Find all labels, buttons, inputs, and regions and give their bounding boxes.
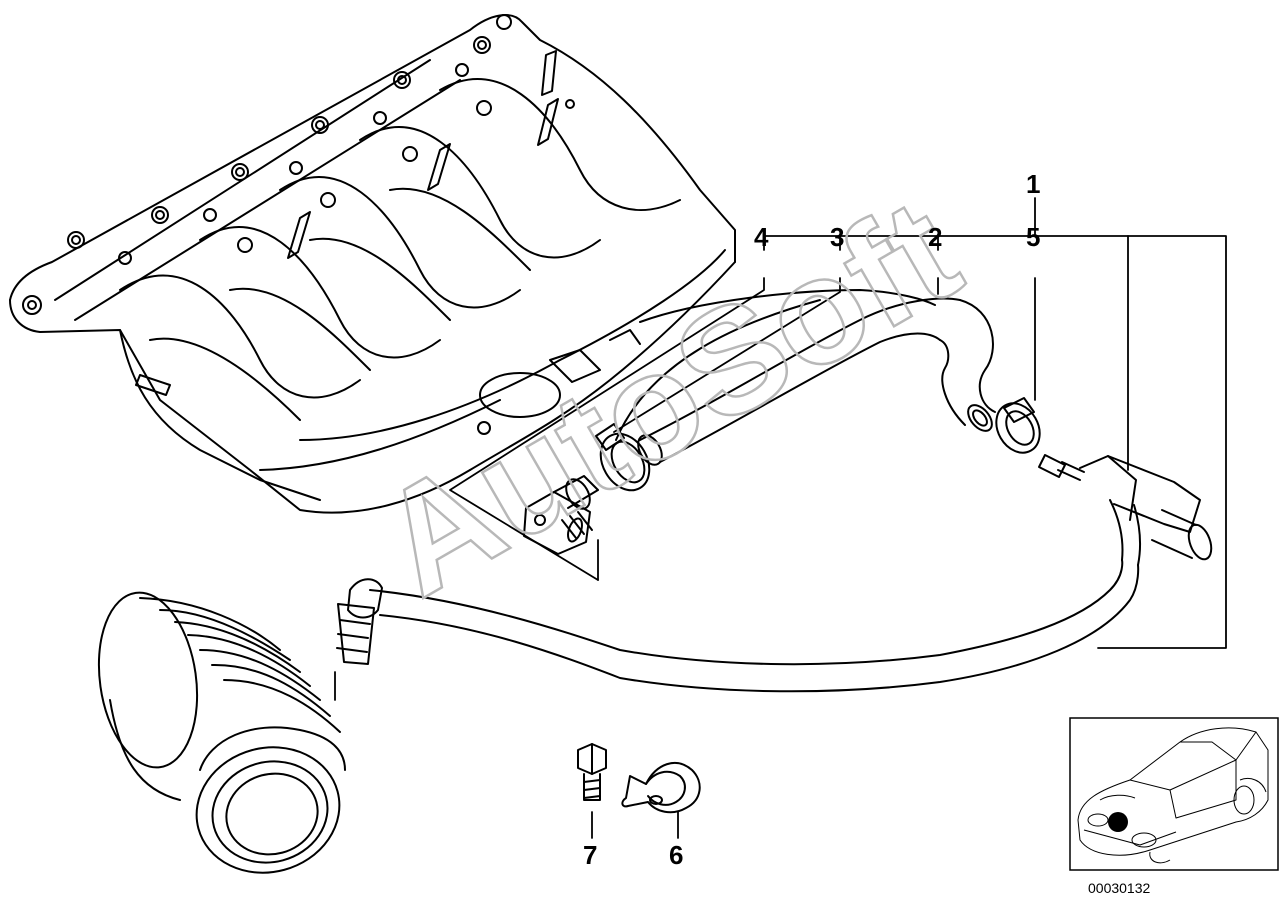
clamp-part-5 (995, 397, 1041, 454)
document-number: 00030132 (1088, 880, 1151, 896)
callout-2: 2 (928, 222, 942, 252)
callout-6: 6 (669, 840, 683, 870)
callout-5: 5 (1026, 222, 1040, 252)
valve-part-4 (523, 475, 599, 555)
car-outline-icon (1077, 727, 1269, 864)
p-clip-part-6 (621, 761, 701, 814)
air-intake-boot (97, 591, 346, 874)
bolt-part-7 (577, 743, 607, 801)
watermark: AutoSoft (352, 166, 984, 628)
hose-part-2 (615, 289, 996, 466)
callout-3: 3 (830, 222, 844, 252)
clamp-part-3 (595, 423, 651, 492)
intake-manifold (9, 14, 736, 514)
location-marker-icon (1108, 812, 1128, 832)
vehicle-locator-inset (1069, 717, 1279, 871)
hose-lower (336, 559, 1140, 693)
callout-4: 4 (754, 222, 769, 252)
t-piece-hose-assembly (1038, 454, 1213, 566)
callout-leaders (334, 197, 1227, 839)
callout-7: 7 (583, 840, 597, 870)
callout-1: 1 (1026, 169, 1040, 199)
